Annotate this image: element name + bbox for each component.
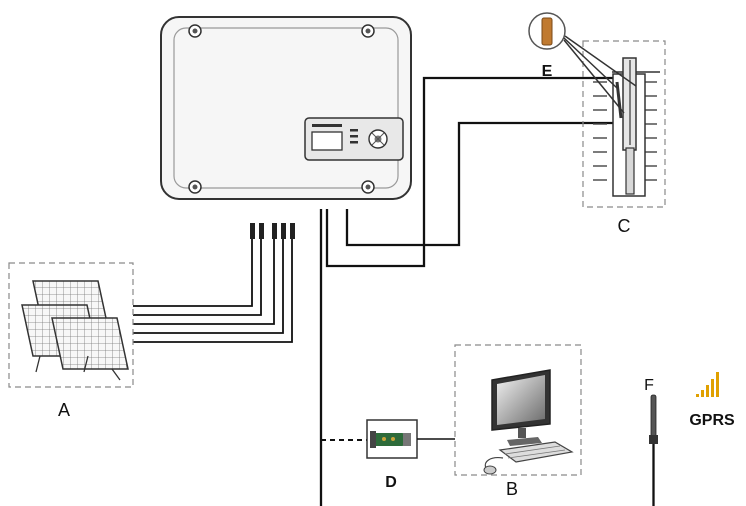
communication-module-icon xyxy=(366,419,418,459)
computer-icon xyxy=(483,369,574,475)
solar-array-box xyxy=(8,262,134,388)
computer-box xyxy=(454,344,582,476)
submersible-pump-icon xyxy=(612,57,660,197)
label-e: E xyxy=(542,63,553,80)
gprs-label: GPRS xyxy=(689,412,735,429)
control-panel xyxy=(304,117,404,161)
well-box xyxy=(582,40,666,208)
level-sensor-icon xyxy=(528,12,637,114)
dc-connectors xyxy=(250,223,295,239)
well-water-level-lines xyxy=(593,81,657,181)
solar-panel-icon xyxy=(21,280,129,381)
inverter-cabinet-icon xyxy=(160,16,412,200)
label-b: B xyxy=(506,479,518,499)
label-a: A xyxy=(58,400,70,420)
label-d: D xyxy=(385,474,397,491)
label-c: C xyxy=(618,216,631,236)
antenna-icon xyxy=(649,394,658,506)
signal-bars-icon xyxy=(696,372,719,397)
pump-cables xyxy=(325,76,628,268)
label-f: F xyxy=(644,377,654,394)
pv-cables xyxy=(133,239,293,343)
